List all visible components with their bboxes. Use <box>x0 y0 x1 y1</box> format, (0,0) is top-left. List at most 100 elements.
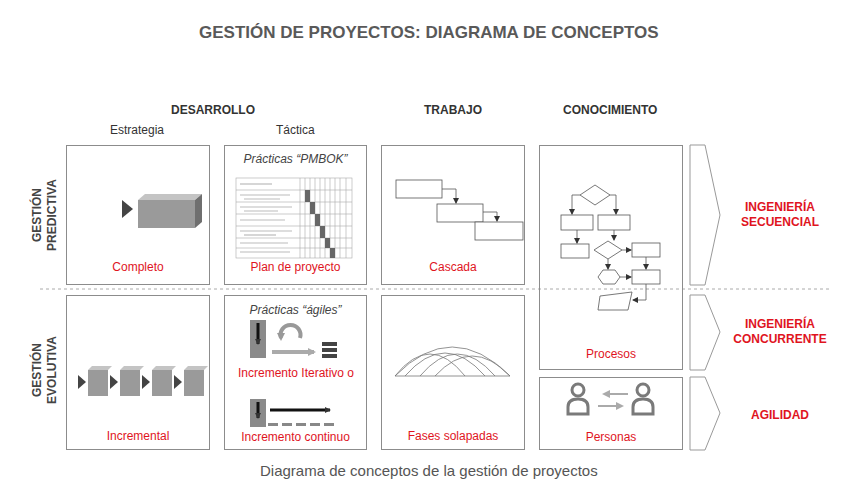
column-header: CONOCIMIENTO <box>563 103 657 118</box>
people-figure-part <box>572 384 584 396</box>
gantt-table-figure-part <box>236 226 352 227</box>
gantt-table-figure-part <box>335 178 336 258</box>
iterative-increment-icon-part <box>277 333 285 341</box>
gantt-table-figure-part-part <box>240 183 272 184</box>
waterfall-figure-part <box>437 204 483 222</box>
flowchart-figure-part-part <box>646 257 647 269</box>
gantt-table-figure <box>236 178 352 258</box>
column-header: TRABAJO <box>424 103 482 118</box>
gantt-table-figure-part-part <box>305 190 310 202</box>
continuous-increment-icon-part <box>270 409 330 412</box>
complete-block-figure-part <box>138 200 195 228</box>
gantt-table-figure-part-part <box>244 198 280 199</box>
gantt-table-figure-part <box>236 238 352 239</box>
gantt-table-figure-part-part <box>310 202 315 214</box>
diagram-title: GESTIÓN DE PROYECTOS: DIAGRAMA DE CONCEP… <box>199 25 659 40</box>
gantt-table-figure-part-part <box>240 251 290 252</box>
concept-label: Personas <box>543 430 679 444</box>
incremental-blocks-figure-part <box>184 370 204 396</box>
flowchart-figure-part-part <box>614 230 615 240</box>
people-figure-part <box>568 399 588 414</box>
gantt-table-figure-part <box>236 178 352 258</box>
outcome-label: INGENIERÍA SECUENCIAL <box>718 200 842 230</box>
continuous-increment-icon-part <box>282 423 292 426</box>
column-subheader: Estrategia <box>110 123 164 138</box>
gantt-table-figure-part <box>236 214 352 215</box>
chevron-arrows-part <box>690 295 720 370</box>
gantt-table-figure-part-part <box>244 234 276 235</box>
waterfall-figure-part <box>475 222 523 240</box>
gantt-table-figure-part-part <box>320 226 325 238</box>
outcome-label: INGENIERÍA CONCURRENTE <box>718 317 842 347</box>
flowchart-figure-part <box>632 270 660 284</box>
flowchart-figure-part-part <box>633 284 646 300</box>
flowchart-figure-part-part <box>572 195 580 214</box>
iterative-increment-icon-part <box>250 320 266 358</box>
gantt-table-figure-part-part <box>325 238 330 248</box>
concept-box: Personas <box>539 377 683 450</box>
complete-block-figure-part <box>138 194 202 200</box>
complete-block-figure <box>122 194 202 228</box>
flowchart-figure-part <box>561 244 589 258</box>
flowchart-figure-part <box>594 241 622 259</box>
complete-block-figure-part <box>195 194 202 228</box>
gantt-table-figure-part-part <box>240 219 285 220</box>
continuous-increment-icon-part <box>296 423 306 426</box>
concept-label: Cascada <box>385 260 521 274</box>
incremental-blocks-figure <box>78 366 208 396</box>
waterfall-figure-part <box>442 189 456 203</box>
flowchart-figure-part-part <box>620 277 631 278</box>
gantt-table-figure-part <box>236 202 352 203</box>
flowchart-figure-part <box>598 292 632 310</box>
complete-block-figure-part <box>122 200 133 218</box>
gantt-table-figure-part-part <box>240 206 292 207</box>
gantt-table-figure-part-part <box>315 214 320 226</box>
gantt-table-figure-part-part <box>240 242 288 243</box>
concept-box: Completo <box>66 145 210 285</box>
flowchart-figure-part-part <box>608 259 609 269</box>
practice-heading: Prácticas “ágiles” <box>228 303 363 317</box>
people-figure-part <box>604 393 628 395</box>
concept-box: Prácticas “PMBOK”Plan de proyecto <box>224 145 367 285</box>
concept-label: Completo <box>70 260 206 274</box>
gantt-table-figure-part <box>240 184 292 252</box>
flowchart-figure-part <box>632 243 660 257</box>
flowchart-figure-part-part <box>577 230 578 243</box>
incremental-blocks-figure-part <box>110 375 118 389</box>
concept-label: Fases solapadas <box>385 429 521 443</box>
continuous-increment-icon-part <box>257 402 260 418</box>
incremental-blocks-figure-part <box>88 366 112 370</box>
gantt-table-figure-part <box>236 190 352 191</box>
incremental-blocks-figure-part <box>152 366 176 370</box>
iterative-increment-icon <box>250 320 337 358</box>
continuous-increment-icon-part <box>250 399 266 427</box>
incremental-blocks-figure-part <box>120 370 140 396</box>
continuous-increment-icon-part <box>310 423 320 426</box>
flowchart-figure-part <box>572 195 646 300</box>
flowchart-figure-part-part <box>610 195 616 214</box>
concept-box: Fases solapadas <box>381 295 525 450</box>
people-figure-part <box>637 384 649 396</box>
gantt-table-figure-part-part <box>240 230 292 231</box>
row-header: GESTIÓN EVOLUTIVA <box>30 310 60 430</box>
incremental-blocks-figure-part <box>88 370 108 396</box>
people-figure <box>568 384 653 414</box>
row-header: GESTIÓN PREDICTIVA <box>30 155 60 275</box>
flowchart-figure-part-part <box>622 250 631 251</box>
continuous-increment-icon-part <box>324 423 334 426</box>
flowchart-figure-part <box>561 215 593 230</box>
incremental-blocks-figure-part <box>78 375 86 389</box>
incremental-blocks-figure-part <box>152 370 172 396</box>
waterfall-figure <box>396 180 523 240</box>
overlapping-phases-figure-part <box>395 347 510 376</box>
concept-label: Procesos <box>543 347 679 361</box>
overlapping-phases-figure-part <box>420 354 495 376</box>
overlapping-phases-figure-part <box>435 356 510 376</box>
flowchart-figure-part <box>598 215 630 230</box>
concept-label: Incremento continuo <box>228 430 363 444</box>
iterative-increment-icon-part <box>280 325 300 338</box>
concept-box: Cascada <box>381 145 525 285</box>
flowchart-figure-part <box>580 185 610 205</box>
